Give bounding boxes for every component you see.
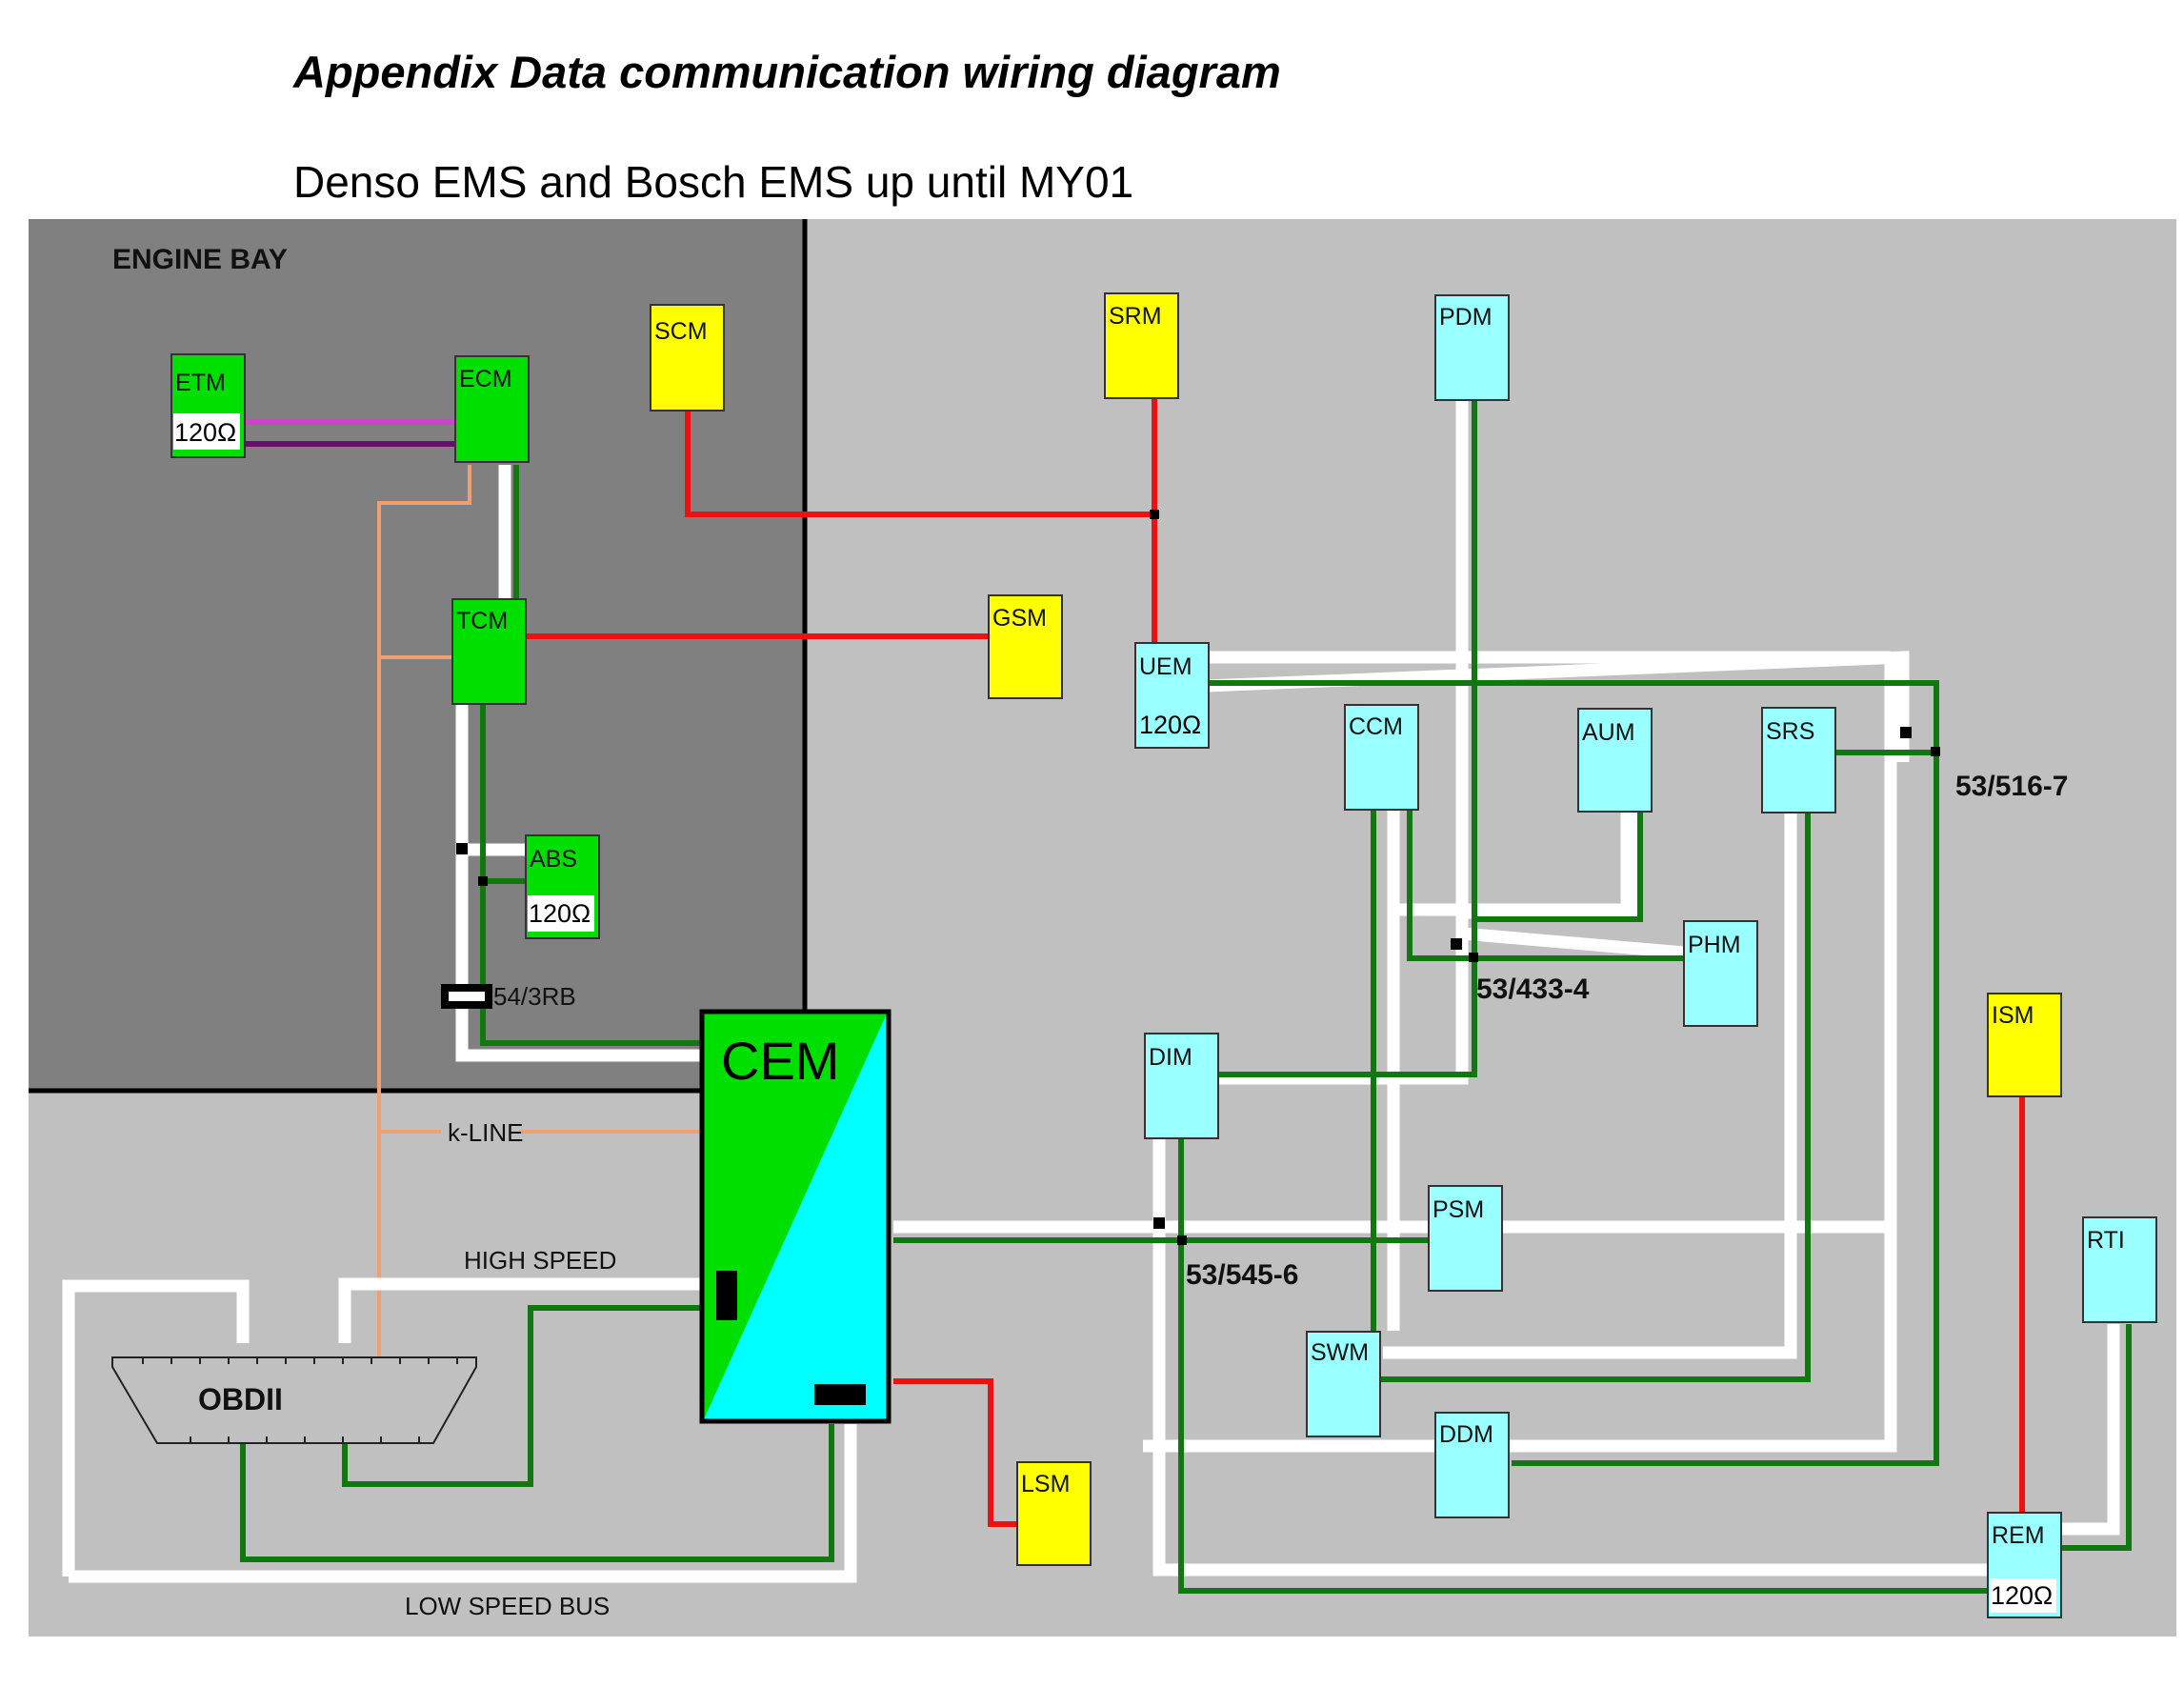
module-ddm-label: DDM bbox=[1439, 1421, 1493, 1448]
cem-connector-left bbox=[716, 1271, 737, 1320]
module-lsm[interactable]: LSM bbox=[1016, 1461, 1092, 1566]
module-phm[interactable]: PHM bbox=[1683, 920, 1758, 1027]
module-ddm[interactable]: DDM bbox=[1434, 1412, 1510, 1518]
module-etm[interactable]: ETM 120Ω bbox=[170, 353, 246, 458]
module-ism-label: ISM bbox=[1992, 1002, 2034, 1029]
module-psm[interactable]: PSM bbox=[1428, 1185, 1503, 1292]
module-rem[interactable]: REM 120Ω bbox=[1987, 1512, 2062, 1618]
module-uem[interactable]: UEM 120Ω bbox=[1134, 642, 1210, 749]
module-ism[interactable]: ISM bbox=[1987, 993, 2062, 1097]
module-swm-label: SWM bbox=[1311, 1339, 1369, 1366]
module-srs[interactable]: SRS bbox=[1761, 707, 1836, 813]
splice-points bbox=[456, 510, 1940, 1245]
high-speed-green-wires bbox=[240, 400, 2132, 1594]
module-swm[interactable]: SWM bbox=[1306, 1331, 1381, 1437]
k-line-wires bbox=[377, 465, 700, 1357]
module-psm-label: PSM bbox=[1433, 1196, 1484, 1223]
low-speed-bus-label: LOW SPEED BUS bbox=[405, 1592, 610, 1620]
module-gsm[interactable]: GSM bbox=[988, 594, 1063, 699]
module-tcm-label: TCM bbox=[456, 608, 508, 634]
module-dim[interactable]: DIM bbox=[1144, 1033, 1219, 1139]
uem-terminator-label: 120Ω bbox=[1139, 711, 1201, 739]
module-srm[interactable]: SRM bbox=[1104, 292, 1179, 399]
module-cem[interactable]: CEM bbox=[699, 1009, 892, 1424]
obd-connector[interactable]: OBDII bbox=[111, 1356, 477, 1444]
connector-53-516-7-label: 53/516-7 bbox=[1955, 771, 2068, 802]
module-rti[interactable]: RTI bbox=[2082, 1216, 2157, 1323]
module-pdm[interactable]: PDM bbox=[1434, 294, 1510, 401]
connector-53-433-4-label: 53/433-4 bbox=[1476, 974, 1590, 1005]
engine-bay-label: ENGINE BAY bbox=[112, 244, 288, 275]
abs-terminator-box bbox=[528, 895, 594, 932]
etm-terminator-label: 120Ω bbox=[174, 418, 236, 447]
etm-ecm-wires bbox=[245, 419, 457, 447]
module-pdm-label: PDM bbox=[1439, 304, 1493, 331]
high-speed-label: HIGH SPEED bbox=[464, 1246, 616, 1275]
high-speed-white-wires bbox=[62, 400, 2120, 1583]
module-tcm[interactable]: TCM bbox=[451, 598, 527, 705]
module-etm-label: ETM bbox=[175, 370, 226, 396]
module-ecm[interactable]: ECM bbox=[454, 355, 530, 463]
module-dim-label: DIM bbox=[1149, 1044, 1192, 1071]
rem-terminator-box bbox=[1990, 1578, 2056, 1613]
page-title: Appendix Data communication wiring diagr… bbox=[293, 47, 1281, 97]
module-rem-label: REM bbox=[1992, 1522, 2045, 1549]
etm-terminator-box bbox=[173, 413, 240, 450]
module-uem-label: UEM bbox=[1139, 653, 1192, 680]
module-ccm-label: CCM bbox=[1349, 713, 1403, 740]
module-ccm[interactable]: CCM bbox=[1344, 704, 1419, 811]
module-gsm-label: GSM bbox=[992, 605, 1047, 632]
module-cem-label: CEM bbox=[721, 1031, 839, 1091]
module-lsm-label: LSM bbox=[1021, 1471, 1070, 1497]
module-aum[interactable]: AUM bbox=[1577, 708, 1653, 813]
cem-connector-bottom bbox=[814, 1384, 866, 1405]
low-speed-red-wires bbox=[527, 398, 2025, 1527]
module-abs[interactable]: ABS 120Ω bbox=[525, 834, 600, 939]
module-srm-label: SRM bbox=[1109, 303, 1162, 330]
connector-53-545-6-label: 53/545-6 bbox=[1186, 1259, 1298, 1291]
module-rti-label: RTI bbox=[2087, 1227, 2125, 1254]
rem-terminator-label: 120Ω bbox=[1991, 1581, 2053, 1610]
module-aum-label: AUM bbox=[1582, 719, 1635, 746]
module-scm-label: SCM bbox=[654, 318, 708, 345]
module-ecm-label: ECM bbox=[459, 366, 512, 392]
k-line-label: k-LINE bbox=[448, 1118, 523, 1147]
abs-terminator-label: 120Ω bbox=[529, 899, 591, 928]
module-abs-label: ABS bbox=[530, 846, 577, 873]
page-subtitle: Denso EMS and Bosch EMS up until MY01 bbox=[293, 157, 1134, 207]
module-phm-label: PHM bbox=[1688, 932, 1741, 958]
connector-54-3rb-label: 54/3RB bbox=[493, 982, 576, 1011]
obd-connector-label: OBDII bbox=[198, 1382, 283, 1416]
k-line-label-bg bbox=[441, 1116, 519, 1147]
connector-54-3rb-slot bbox=[449, 992, 485, 1001]
module-srs-label: SRS bbox=[1766, 718, 1814, 745]
module-scm[interactable]: SCM bbox=[650, 304, 725, 412]
